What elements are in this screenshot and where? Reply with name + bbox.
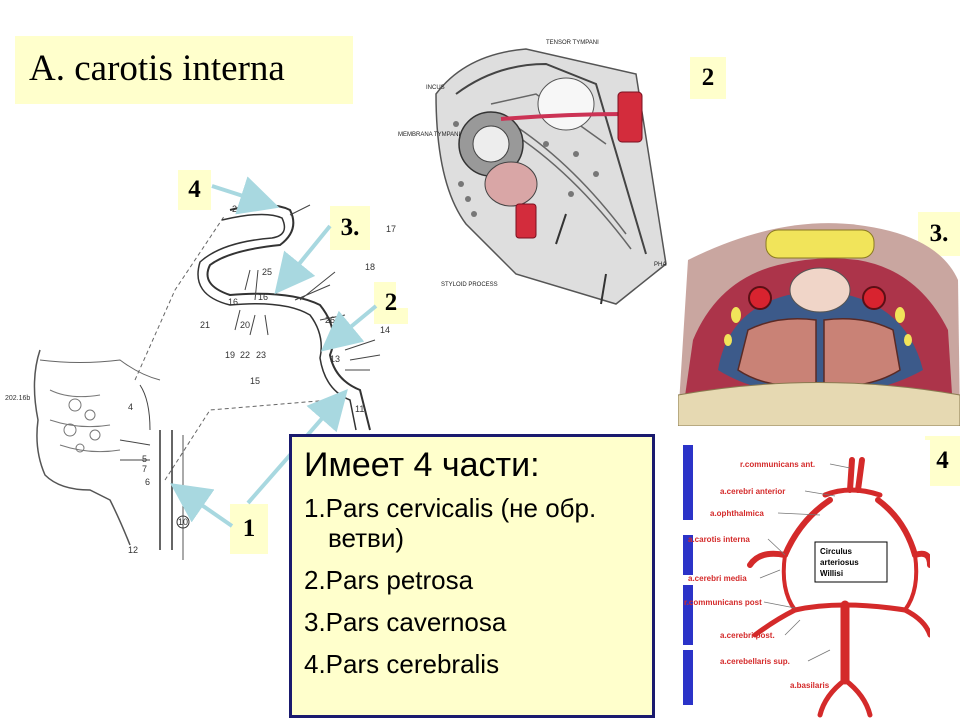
svg-text:23: 23 xyxy=(256,350,266,360)
label-cerebellaris: a.cerebellaris sup. xyxy=(720,657,790,666)
label-styloid: STYLOID PROCESS xyxy=(441,282,498,288)
marker-3-diagram: 3. xyxy=(330,206,370,250)
part-item-4: 4.Pars cerebralis xyxy=(304,648,500,679)
svg-text:24: 24 xyxy=(232,204,242,214)
marker-2-petrous: 2 xyxy=(690,57,726,99)
label-circulus-2: arteriosus xyxy=(820,558,859,567)
page-title: A. carotis interna xyxy=(15,36,353,104)
circle-of-willis-illustration: Circulus arteriosus Willisi r.communican… xyxy=(680,440,930,720)
svg-text:10: 10 xyxy=(178,517,188,527)
part-item-1: 1.Pars cervicalis (не обр. ветви) xyxy=(304,493,597,554)
label-basilaris: a.basilaris xyxy=(790,681,830,690)
svg-text:6: 6 xyxy=(145,477,150,487)
petrous-bone-illustration: TENSOR TYMPANI INCUS MEMBRANA TYMPANI ST… xyxy=(396,34,668,308)
label-tensor-tympani: TENSOR TYMPANI xyxy=(546,40,599,46)
svg-text:5: 5 xyxy=(142,454,147,464)
part-item-2: 2.Pars petrosa xyxy=(304,565,474,596)
parts-info-box: Имеет 4 части: 1.Pars cervicalis (не обр… xyxy=(289,434,655,718)
label-circulus-1: Circulus xyxy=(820,547,853,556)
svg-text:13: 13 xyxy=(330,354,340,364)
svg-text:12: 12 xyxy=(128,545,138,555)
svg-text:15: 15 xyxy=(250,376,260,386)
svg-text:4: 4 xyxy=(128,402,133,412)
label-cerebri-ant: a.cerebri anterior xyxy=(720,487,785,496)
svg-text:20: 20 xyxy=(240,320,250,330)
marker-4-willis: 4 xyxy=(925,436,960,486)
svg-text:25: 25 xyxy=(262,267,272,277)
parts-heading: Имеет 4 части: xyxy=(304,446,540,484)
part-item-3: 3.Pars cavernosa xyxy=(304,607,507,638)
label-ophthalmica: a.ophthalmica xyxy=(710,509,764,518)
svg-text:202.16b: 202.16b xyxy=(5,395,30,402)
label-cerebri-media: a.cerebri media xyxy=(688,574,747,583)
label-carotis: a.carotis interna xyxy=(688,535,750,544)
svg-text:11: 11 xyxy=(355,404,364,414)
svg-text:19: 19 xyxy=(225,350,235,360)
label-circulus-3: Willisi xyxy=(820,569,843,578)
label-cerebri-post: a.cerebri post. xyxy=(720,631,775,640)
marker-1-diagram: 1 xyxy=(230,504,268,554)
label-pha: PHA xyxy=(654,262,666,268)
marker-4-diagram: 4 xyxy=(178,170,211,210)
label-membrana: MEMBRANA TYMPANI xyxy=(398,132,460,138)
label-incus: INCUS xyxy=(426,85,445,91)
svg-text:16: 16 xyxy=(228,297,238,307)
label-comm-ant: r.communicans ant. xyxy=(740,460,815,469)
svg-text:18: 18 xyxy=(365,262,375,272)
svg-text:26: 26 xyxy=(325,315,335,325)
label-comm-post: r.communicans post xyxy=(684,598,762,607)
svg-text:17: 17 xyxy=(386,224,396,234)
svg-text:16: 16 xyxy=(258,292,268,302)
svg-text:11: 11 xyxy=(195,487,204,497)
svg-text:14: 14 xyxy=(380,325,390,335)
cavernous-sinus-illustration xyxy=(678,223,960,426)
svg-text:21: 21 xyxy=(200,320,210,330)
svg-text:22: 22 xyxy=(240,350,250,360)
svg-text:7: 7 xyxy=(142,464,147,474)
